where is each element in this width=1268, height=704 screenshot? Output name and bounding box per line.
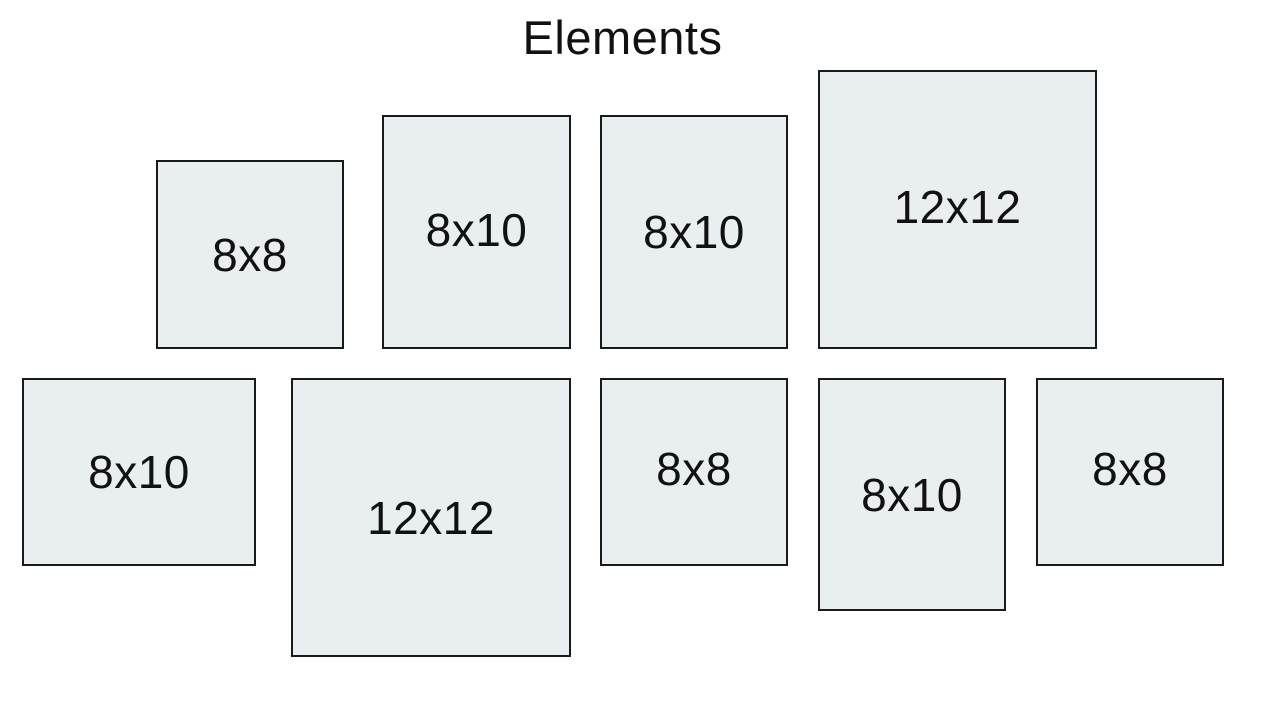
diagram-title: Elements <box>522 11 723 64</box>
frame-label: 8x10 <box>88 446 190 498</box>
frame-label: 12x12 <box>367 491 495 544</box>
frame-label: 12x12 <box>893 180 1022 233</box>
frame-label: 8x8 <box>656 443 732 495</box>
frame-12x12: 12x12 <box>291 378 571 657</box>
frame-label: 8x8 <box>212 228 288 281</box>
frame-8x8: 8x8 <box>600 378 788 566</box>
frame-12x12: 12x12 <box>818 70 1097 349</box>
frame-label: 8x10 <box>643 206 745 258</box>
frame-8x10: 8x10 <box>818 378 1006 611</box>
frame-8x10: 8x10 <box>600 115 788 349</box>
frame-label: 8x8 <box>1092 443 1168 495</box>
frame-label: 8x10 <box>861 468 963 521</box>
frame-8x10: 8x10 <box>382 115 571 349</box>
frame-8x8: 8x8 <box>1036 378 1224 566</box>
frame-8x10: 8x10 <box>22 378 256 566</box>
frame-8x8: 8x8 <box>156 160 344 349</box>
frame-label: 8x10 <box>425 204 528 256</box>
